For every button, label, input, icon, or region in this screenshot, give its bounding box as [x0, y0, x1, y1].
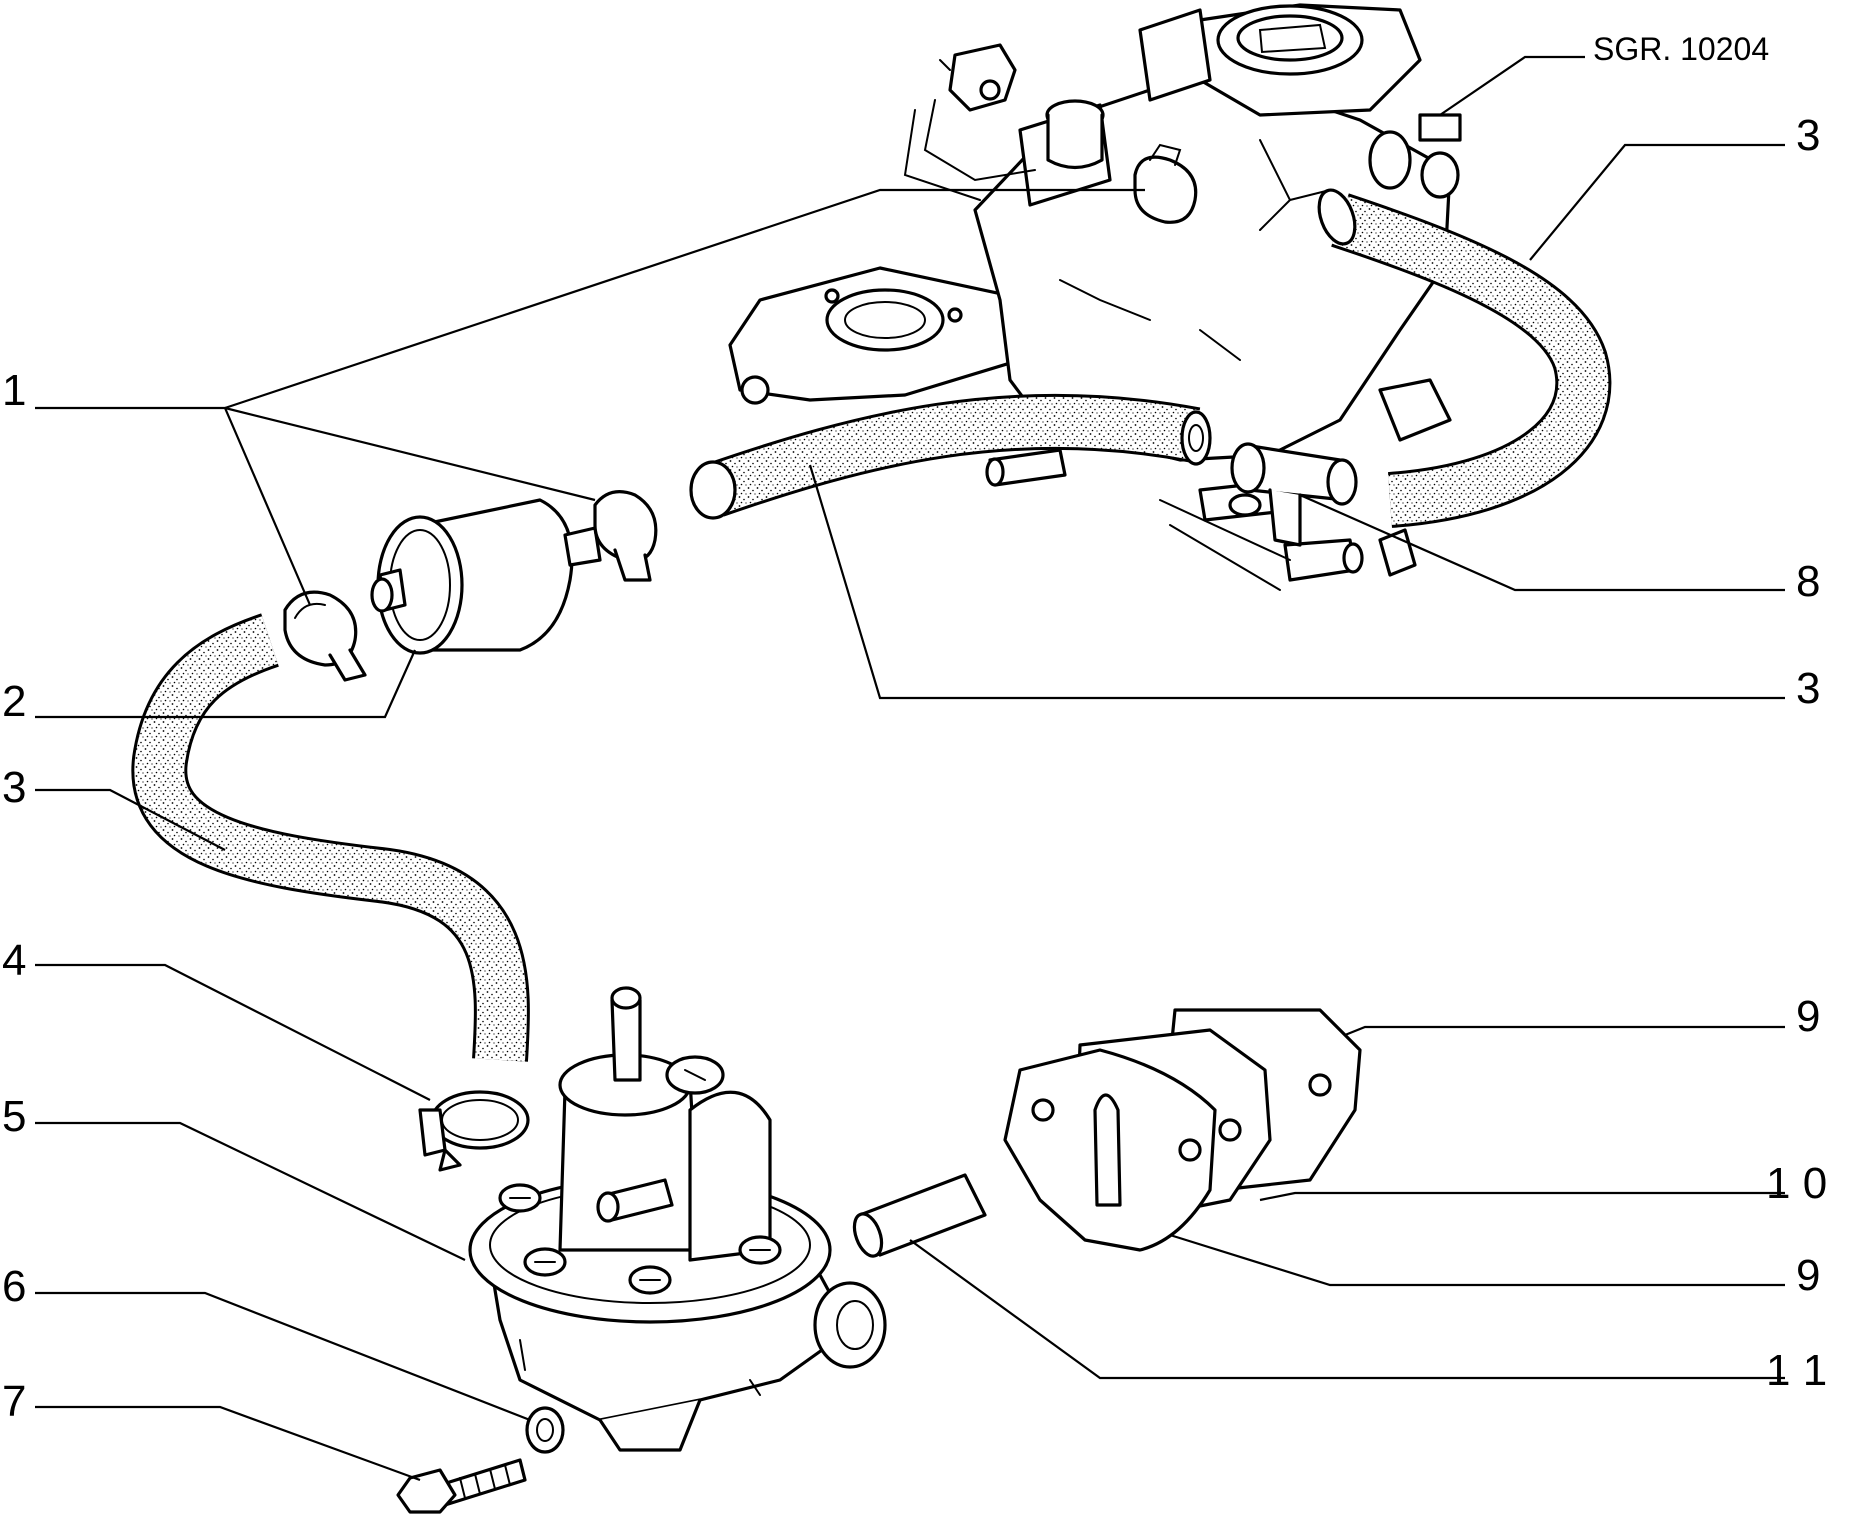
leader-lines — [35, 55, 1785, 1482]
washer — [525, 1406, 565, 1454]
callout-3-top: 3 — [1796, 111, 1820, 160]
hose-middle — [689, 393, 1212, 520]
callout-11: 1 1 — [1766, 1346, 1827, 1395]
hose-upper-right — [1317, 188, 1612, 528]
callout-2: 2 — [2, 677, 26, 726]
pushrod — [852, 1173, 987, 1258]
hose-left — [131, 613, 530, 1062]
figure-code: SGR. 10204 — [1593, 31, 1769, 67]
hose-clamp-lower — [418, 1090, 530, 1172]
callout-10: 1 0 — [1766, 1159, 1827, 1208]
hose-clamp-right — [593, 490, 658, 582]
callout-labels: 1 2 3 4 5 6 7 SGR. 10204 3 8 3 9 1 0 9 1… — [2, 31, 1827, 1426]
callout-5: 5 — [2, 1092, 26, 1141]
bolt — [396, 1458, 527, 1514]
callout-9-top: 9 — [1796, 992, 1820, 1041]
callout-3-mid: 3 — [1796, 664, 1820, 713]
callout-1: 1 — [2, 366, 26, 415]
pump-screws — [498, 1183, 782, 1295]
callout-4: 4 — [2, 936, 26, 985]
carburettor-assembly — [728, 3, 1462, 591]
callout-7: 7 — [2, 1377, 26, 1426]
fuel-pump — [468, 986, 887, 1452]
gasket-front — [1003, 1048, 1217, 1252]
callout-3-left: 3 — [2, 763, 26, 812]
callout-8: 8 — [1796, 557, 1820, 606]
fuel-filter — [370, 498, 602, 655]
callout-6: 6 — [2, 1262, 26, 1311]
hose-clamp-left — [283, 590, 367, 682]
callout-9-bottom: 9 — [1796, 1251, 1820, 1300]
